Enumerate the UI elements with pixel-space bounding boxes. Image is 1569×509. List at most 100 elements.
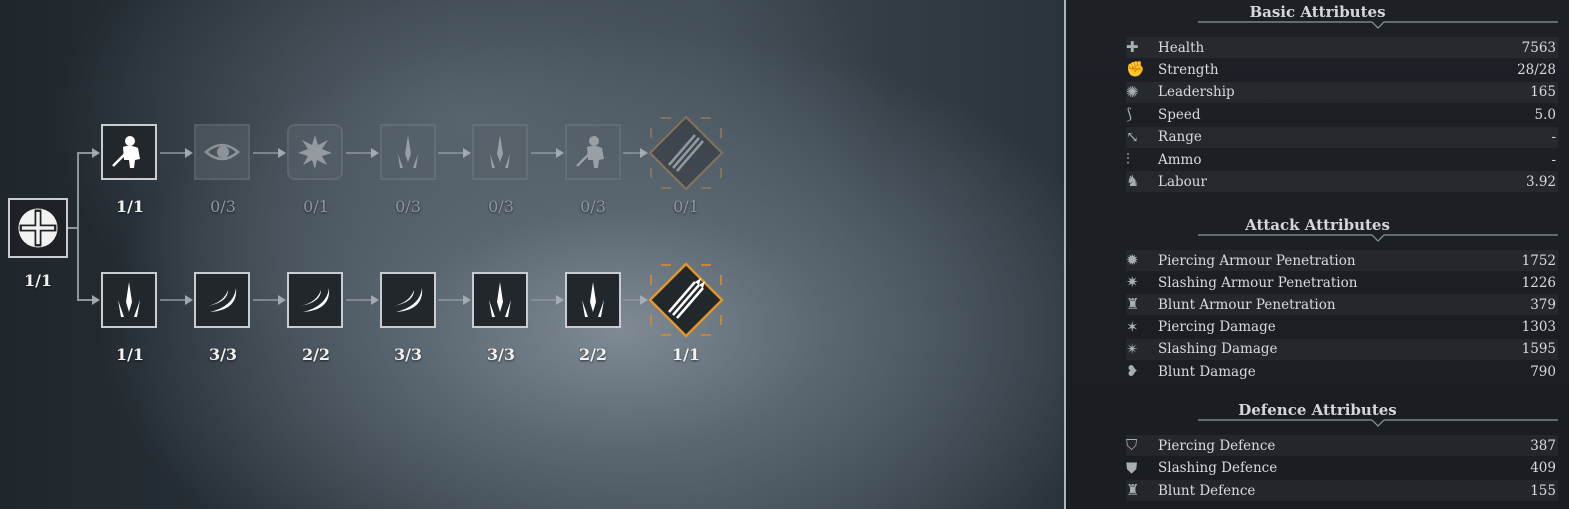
attribute-value: 1226 — [1521, 274, 1556, 291]
attribute-row-basic-4: ⤡Range- — [1126, 126, 1558, 148]
piercing-penetration-icon: ✹ — [1126, 251, 1139, 269]
attr-icon-wrap: ❥ — [1126, 361, 1152, 382]
bottom-skill-rank-2: 3/3 — [208, 345, 238, 364]
attr-icon-wrap: ♞ — [1126, 171, 1152, 192]
attribute-value: 379 — [1530, 296, 1556, 313]
slashing-damage-icon: ✴ — [1126, 339, 1139, 358]
attr-icon-wrap: ✹ — [1126, 250, 1152, 271]
attribute-value: 387 — [1530, 437, 1556, 454]
top-skill-rank-7: 0/1 — [673, 197, 699, 216]
top-skill-rank-2: 0/3 — [210, 197, 236, 216]
attr-icon-wrap: ⛉ — [1126, 435, 1152, 456]
bottom-skill-node-5[interactable] — [472, 272, 528, 328]
spear-tips-icon — [490, 135, 510, 168]
ammo-bolts-icon: ⫶ — [1126, 150, 1130, 168]
burst-shield-icon — [298, 135, 332, 169]
attr-icon-wrap: ♜ — [1126, 294, 1152, 315]
top-skill-rank-1: 1/1 — [115, 197, 145, 216]
attribute-row-basic-5: ⫶Ammo- — [1126, 149, 1558, 170]
bottom-skill-node-6[interactable] — [565, 272, 621, 328]
attribute-value: 1595 — [1521, 341, 1556, 358]
attribute-label: Leadership — [1158, 84, 1235, 101]
attr-icon-wrap: ⟆ — [1126, 104, 1152, 125]
attack-attributes-title: Attack Attributes — [1245, 216, 1390, 234]
top-skill-rank-3: 0/1 — [303, 197, 329, 216]
spear-tips-icon — [582, 282, 604, 317]
bottom-skill-node-1[interactable] — [101, 272, 157, 328]
attr-icon-wrap: ⤡ — [1126, 127, 1152, 148]
top-skill-node-1[interactable] — [101, 124, 157, 180]
attribute-label: Blunt Damage — [1158, 363, 1256, 380]
top-skill-rank-6: 0/3 — [580, 197, 606, 216]
bottom-skill-node-4[interactable] — [380, 272, 436, 328]
bottom-skill-rank-5: 3/3 — [486, 345, 516, 364]
spear-tips-icon — [118, 282, 140, 317]
attribute-value: 3.92 — [1525, 173, 1556, 190]
attribute-label: Strength — [1158, 61, 1219, 78]
leadership-gear-icon: ✺ — [1126, 82, 1139, 101]
top-skill-node-5[interactable] — [472, 124, 528, 180]
attribute-value: 409 — [1530, 460, 1556, 476]
top-skill-rank-5: 0/3 — [488, 197, 514, 216]
range-arrows-icon: ⤡ — [1126, 127, 1139, 146]
top-skill-node-4[interactable] — [380, 124, 436, 180]
section-divider-ornament — [1198, 21, 1558, 29]
attribute-label: Piercing Defence — [1158, 437, 1276, 454]
health-cross-icon: ✚ — [1126, 38, 1139, 56]
top-skill-node-2[interactable] — [194, 124, 250, 180]
attribute-value: 28/28 — [1517, 61, 1556, 78]
slash-arc-icon — [208, 288, 237, 312]
root-skill-node[interactable] — [8, 198, 68, 258]
panel-divider — [1064, 0, 1066, 509]
bottom-skill-rank-6: 2/2 — [578, 345, 608, 364]
attribute-row-basic-3: ⟆ Speed 5.0 — [1126, 104, 1558, 125]
attribute-row-attack-4: ✴ Slashing Damage 1595 — [1126, 338, 1558, 360]
attribute-value: 5.0 — [1534, 106, 1556, 123]
bottom-skill-node-2[interactable] — [194, 272, 250, 328]
bottom-skill-rank-1: 1/1 — [115, 345, 145, 364]
attribute-label: Speed — [1158, 106, 1201, 123]
attr-icon-wrap: ✷ — [1126, 272, 1152, 293]
attribute-value: - — [1551, 151, 1556, 168]
bottom-skill-node-7[interactable] — [647, 261, 725, 339]
attribute-row-defence-0: ⛉ Piercing Defence 387 — [1126, 435, 1558, 456]
attribute-value: 165 — [1530, 84, 1556, 101]
basic-attributes-title: Basic Attributes — [1249, 3, 1386, 21]
attribute-value: - — [1551, 129, 1556, 146]
attribute-value: 790 — [1530, 363, 1556, 380]
attribute-value: 1303 — [1521, 319, 1556, 336]
attr-icon-wrap: ✶ — [1126, 317, 1152, 338]
top-skill-node-7[interactable] — [647, 114, 725, 192]
attr-icon-wrap: ✺ — [1126, 82, 1152, 103]
bottom-skill-rank-3: 2/2 — [301, 345, 331, 364]
diamond-frame-icon — [648, 115, 724, 191]
piercing-defence-icon: ⛉ — [1126, 436, 1138, 454]
swordsman-icon — [576, 136, 604, 168]
attribute-label: Slashing Defence — [1158, 460, 1278, 476]
attribute-row-basic-2: ✺ Leadership 165 — [1126, 81, 1558, 103]
blunt-penetration-icon: ♜ — [1126, 295, 1140, 314]
slash-arc-icon — [301, 288, 330, 312]
attr-icon-wrap: ✴ — [1126, 339, 1152, 360]
attribute-label: Labour — [1158, 173, 1207, 190]
strength-fist-icon: ✊ — [1126, 60, 1145, 79]
attribute-label: Slashing Damage — [1158, 341, 1278, 358]
attribute-row-basic-6: ♞ Labour 3.92 — [1126, 171, 1558, 193]
attribute-label: Piercing Armour Penetration — [1158, 252, 1356, 269]
attribute-label: Slashing Armour Penetration — [1158, 274, 1358, 291]
top-skill-node-6[interactable] — [565, 124, 621, 180]
slash-arc-icon — [394, 288, 423, 312]
attribute-label: Health — [1158, 39, 1205, 56]
spear-tips-icon — [489, 282, 511, 317]
top-skill-node-3[interactable] — [287, 124, 343, 180]
bottom-skill-node-3[interactable] — [287, 272, 343, 328]
root-skill-rank: 1/1 — [23, 271, 53, 290]
skill-tree: 1/1 — [8, 114, 725, 364]
attr-icon-wrap: ♜ — [1126, 480, 1152, 501]
section-divider-ornament — [1198, 234, 1558, 242]
swordsman-icon — [112, 136, 140, 168]
